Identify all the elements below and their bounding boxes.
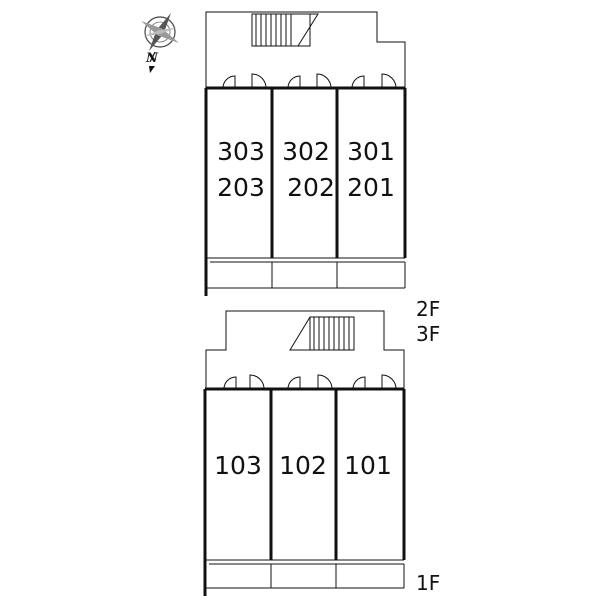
lower-block <box>203 310 406 596</box>
upper-block <box>204 11 407 296</box>
unit-303-label: 303 <box>217 137 265 166</box>
floor-label-1f: 1F <box>416 571 440 595</box>
unit-301-label: 301 <box>347 137 395 166</box>
unit-302-label: 302 <box>282 137 330 166</box>
north-arrow-icon <box>149 66 155 73</box>
floor-label-2f: 2F <box>416 297 440 321</box>
lower-doors <box>223 374 397 390</box>
unit-102-label: 102 <box>279 451 327 480</box>
floor-label-3f: 3F <box>416 322 440 346</box>
upper-doors <box>222 73 397 89</box>
unit-101-label: 101 <box>344 451 392 480</box>
unit-203-label: 203 <box>217 173 265 202</box>
lower-corridor-wall <box>205 310 405 389</box>
upper-stair-icon <box>251 13 319 47</box>
compass-north-label: N <box>145 51 159 66</box>
lower-stair-icon <box>289 316 355 351</box>
unit-202-label: 202 <box>287 173 335 202</box>
upper-corridor-wall <box>205 11 406 88</box>
unit-201-label: 201 <box>347 173 395 202</box>
unit-103-label: 103 <box>214 451 262 480</box>
compass-rose-icon <box>140 12 180 63</box>
